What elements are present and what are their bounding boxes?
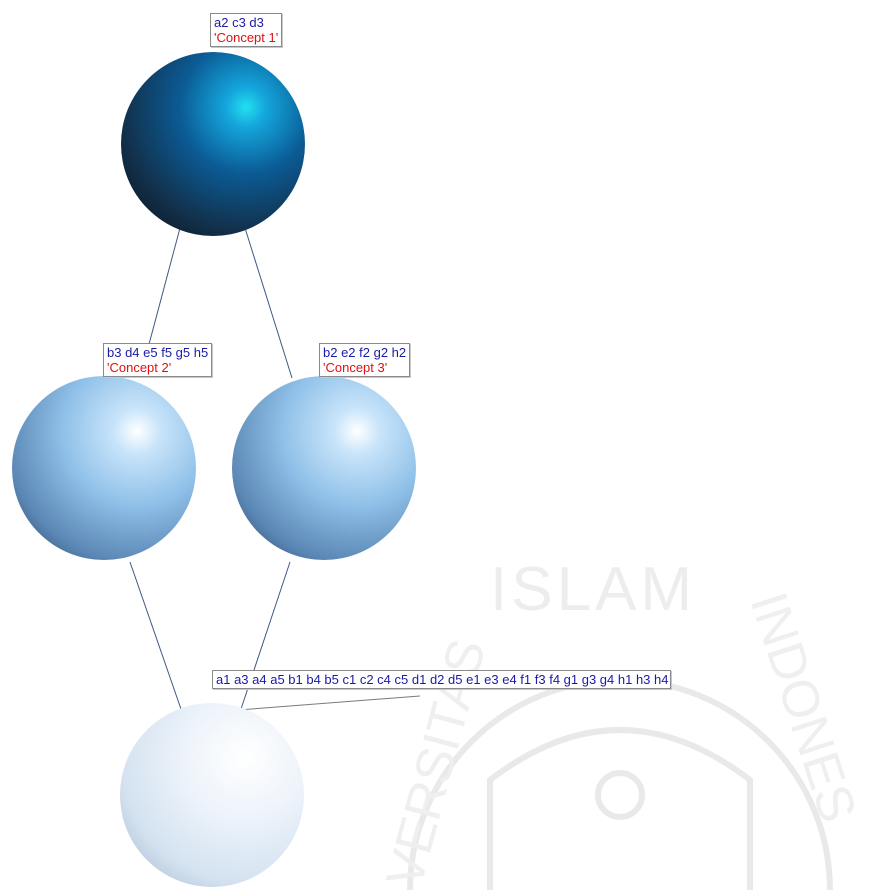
concept-3-label: b2 e2 f2 g2 h2 'Concept 3' xyxy=(319,343,411,377)
concept-1-extent: a2 c3 d3 xyxy=(214,15,264,30)
concept-1-intent: 'Concept 1' xyxy=(214,30,279,45)
watermark-text-islam: ISLAM xyxy=(490,555,696,624)
label-leader-bottom xyxy=(211,695,421,713)
concept-node-1[interactable] xyxy=(121,52,305,236)
watermark-logo: ISLAM VERSITAS INDONES xyxy=(376,555,867,890)
bottom-concept-label: a1 a3 a4 a5 b1 b4 b5 c1 c2 c4 c5 d1 d2 d… xyxy=(212,670,672,689)
edge-concept2-bottom xyxy=(129,561,183,713)
bottom-concept-extent: a1 a3 a4 a5 b1 b4 b5 c1 c2 c4 c5 d1 d2 d… xyxy=(216,672,669,687)
concept-1-label: a2 c3 d3 'Concept 1' xyxy=(210,13,283,47)
concept-3-extent: b2 e2 f2 g2 h2 xyxy=(323,345,407,360)
concept-2-intent: 'Concept 2' xyxy=(107,360,172,375)
concept-node-2[interactable] xyxy=(12,376,196,560)
concept-2-extent: b3 d4 e5 f5 g5 h5 xyxy=(107,345,209,360)
concept-3-intent: 'Concept 3' xyxy=(323,360,388,375)
concept-2-label: b3 d4 e5 f5 g5 h5 'Concept 2' xyxy=(103,343,213,377)
edge-concept3-bottom xyxy=(239,561,291,713)
edge-concept1-concept3 xyxy=(244,227,293,379)
concept-node-bottom[interactable] xyxy=(120,703,304,887)
watermark-text-indones: INDONES xyxy=(739,586,867,829)
concept-node-3[interactable] xyxy=(232,376,416,560)
